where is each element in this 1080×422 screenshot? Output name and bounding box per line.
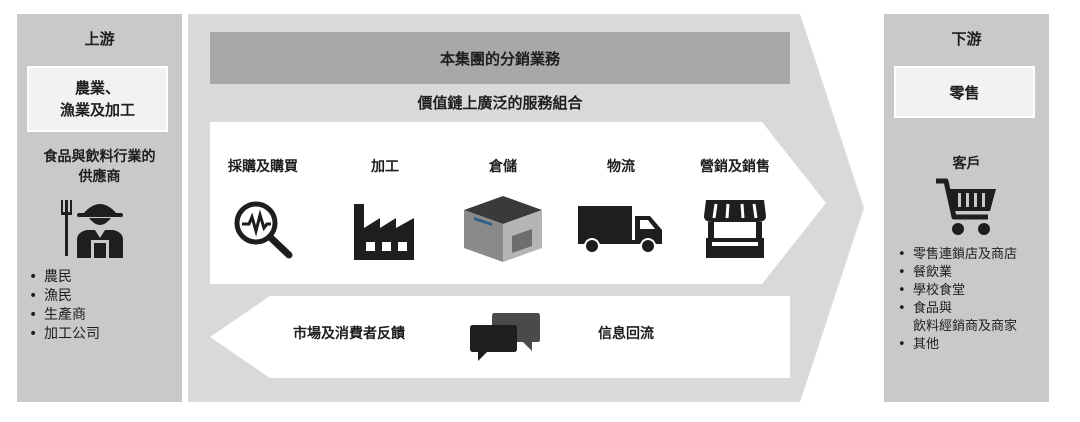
truck-icon (566, 194, 676, 264)
storefront-icon (680, 194, 790, 264)
upstream-panel: 上游 農業、 漁業及加工 食品與飲料行業的 供應商 農民 漁民 生產商 加工公司 (17, 14, 182, 402)
downstream-title: 下游 (951, 30, 982, 48)
service-label: 倉儲 (489, 159, 517, 175)
supplier-heading-line2: 供應商 (78, 169, 121, 185)
service-processing: 加工 (330, 156, 440, 264)
upstream-box-line1: 農業、 (74, 79, 120, 97)
magnifier-pulse-icon (208, 194, 318, 264)
list-item: 生產商 (29, 306, 100, 325)
farmer-icon (61, 192, 139, 264)
service-procurement: 採購及購買 (208, 156, 318, 264)
list-item: 食品與 (898, 300, 1017, 318)
list-item: 零售連鎖店及商店 (898, 246, 1017, 264)
upstream-box-line2: 漁業及加工 (59, 101, 135, 119)
shopping-cart-icon (934, 177, 998, 243)
center-title: 本集團的分銷業務 (210, 32, 790, 84)
downstream-list: 零售連鎖店及商店 餐飲業 學校食堂 食品與 飲料經銷商及商家 其他 (898, 246, 1017, 354)
feedback-left-label: 市場及消費者反饋 (293, 326, 405, 342)
list-item: 飲料經銷商及商家 (913, 319, 1018, 334)
service-label: 加工 (371, 159, 399, 175)
upstream-list: 農民 漁民 生產商 加工公司 (29, 268, 100, 344)
service-label: 採購及購買 (228, 159, 298, 175)
upstream-category-box: 農業、 漁業及加工 (27, 66, 168, 132)
service-warehousing: 倉儲 (448, 156, 558, 264)
chat-bubbles-icon (470, 311, 542, 367)
list-item: 加工公司 (29, 325, 100, 344)
list-item: 其他 (898, 336, 1017, 354)
customer-heading: 客戶 (952, 156, 981, 172)
list-item: 學校食堂 (898, 282, 1017, 300)
list-item: 餐飲業 (898, 264, 1017, 282)
list-item: 農民 (29, 268, 100, 287)
list-item: 漁民 (29, 287, 100, 306)
downstream-category-box: 零售 (894, 66, 1035, 118)
warehouse-icon (448, 194, 558, 264)
center-subtitle: 價值鏈上廣泛的服務組合 (417, 94, 583, 112)
feedback-right-label: 信息回流 (598, 326, 654, 342)
upstream-title: 上游 (84, 30, 115, 48)
service-logistics: 物流 (566, 156, 676, 264)
service-label: 物流 (607, 159, 635, 175)
supplier-heading: 食品與飲料行業的 供應商 (17, 147, 182, 187)
service-marketing-sales: 營銷及銷售 (680, 156, 790, 264)
supplier-heading-line1: 食品與飲料行業的 (43, 149, 156, 165)
factory-icon (330, 194, 440, 264)
service-label: 營銷及銷售 (700, 159, 770, 175)
downstream-panel: 下游 零售 客戶 零售連鎖店及商店 餐飲業 學校食堂 食品與 飲料經銷商及商家 … (884, 14, 1049, 402)
